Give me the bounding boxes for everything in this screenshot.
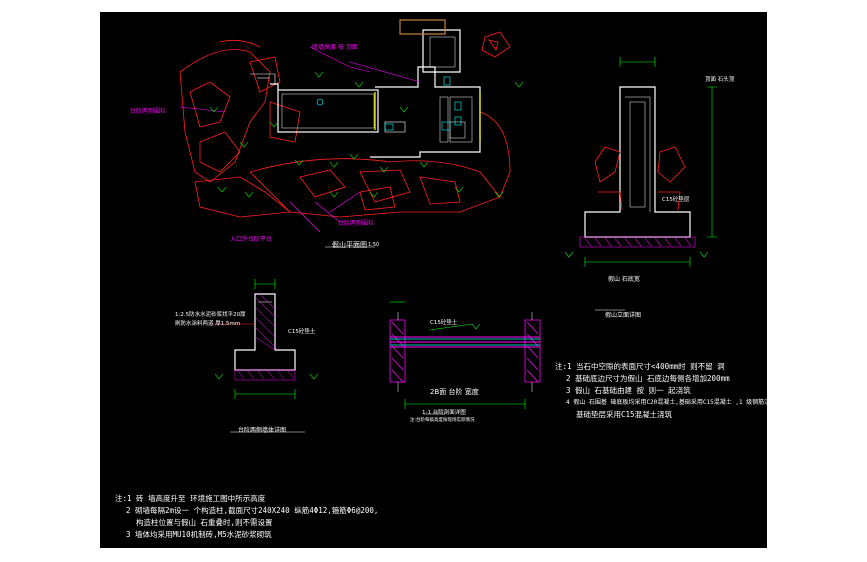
note-right-line: 4 假山 石围基 础底板均采用C20混凝土,基础采用C15混凝土 ,1 级钢筋浇… [566, 399, 777, 406]
step-detail-title: 1-1 台阶剖面详图 [422, 410, 466, 416]
plan-label-railing: 台阶两侧围栏 [130, 108, 167, 115]
wall-detail-title: 台阶两侧墙体详图 [238, 427, 287, 434]
plan-cyan-details [316, 76, 462, 131]
elevation-label-top: 顶面 石头顶 [705, 77, 735, 83]
elevation-label-soil: C15砼垫层 [662, 197, 690, 203]
note-bottom-line: 3 墙体均采用MU10机制砖,M5水泥砂浆砌筑 [126, 530, 272, 539]
plan-label-entrance: 入口外台阶平台 [230, 236, 273, 243]
step-detail-view [389, 301, 541, 415]
plan-rockery-right [481, 31, 511, 58]
plan-view [179, 19, 524, 248]
note-right-line: 3 假山 石基础由建 按 则一 起浇筑 [566, 386, 691, 395]
frame-right [767, 0, 867, 562]
wall-label-top: 1:2.5防水水泥砂浆找平20厚 [175, 312, 246, 318]
elevation-title: 假山立面详图 [605, 312, 642, 319]
plan-rockery-bottom [249, 111, 511, 218]
step-detail-subtitle: 注:台阶每级高度按现场实际情况 [410, 418, 475, 423]
cad-drawing-canvas: 假山平面图 1:50 砖墙高度 按 顶面 台阶两侧围栏 台阶两侧围栏 入口外台阶… [100, 12, 776, 548]
plan-title: 假山平面图 [332, 241, 367, 249]
note-right-line: 2 基础底边尺寸为假山 石底边每侧各增加200mm [566, 374, 730, 383]
elevation-dim-label: 假山 石底宽 [608, 276, 640, 283]
plan-scale: 1:50 [368, 242, 380, 248]
wall-label-soil: C15砼垫土 [288, 329, 316, 335]
note-bottom-line: 注:1 砖 墙高度升至 环境施工图中所示高度 [115, 494, 266, 503]
plan-building [250, 29, 481, 158]
frame-top [100, 0, 767, 12]
plan-label-railing2: 台阶两侧围栏 [338, 220, 375, 227]
frame-bottom [100, 548, 767, 562]
note-bottom-line: 2 砌墙每隔2m设一 个构造柱,截面尺寸240X240 纵筋4Φ12,箍筋Φ6@… [126, 506, 379, 515]
wall-detail-view [210, 279, 319, 433]
note-bottom-line: 构造柱位置与假山 石重叠时,则不需设置 [136, 518, 273, 527]
note-right-line: 注:1 当石中空隙的表面尺寸<400mm时 则不留 洞 [555, 362, 725, 371]
frame-left [0, 0, 100, 562]
plan-level-marks [209, 71, 524, 198]
plan-rockery-left [179, 39, 301, 218]
elevation-view [564, 57, 717, 311]
drawing-svg [179, 19, 717, 433]
note-right-line: 基础垫层采用C15混凝土浇筑 [576, 410, 673, 419]
wall-label-mid: 刷防水涂料两道 厚1.5mm [175, 321, 241, 327]
plan-leaders [179, 46, 421, 233]
step-label-top: C15砼垫土 [430, 320, 458, 326]
plan-yellow-walls [374, 19, 481, 142]
step-span-label: 2B面 台阶 宽度 [430, 388, 479, 396]
plan-label-wall-top: 砖墙高度 按 顶面 [312, 44, 358, 51]
